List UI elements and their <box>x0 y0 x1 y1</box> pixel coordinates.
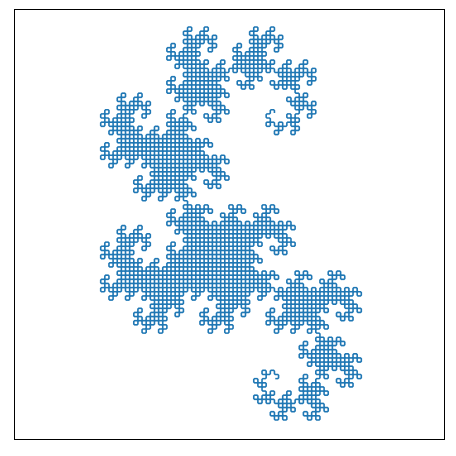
dragon-curve-line <box>99 26 363 421</box>
